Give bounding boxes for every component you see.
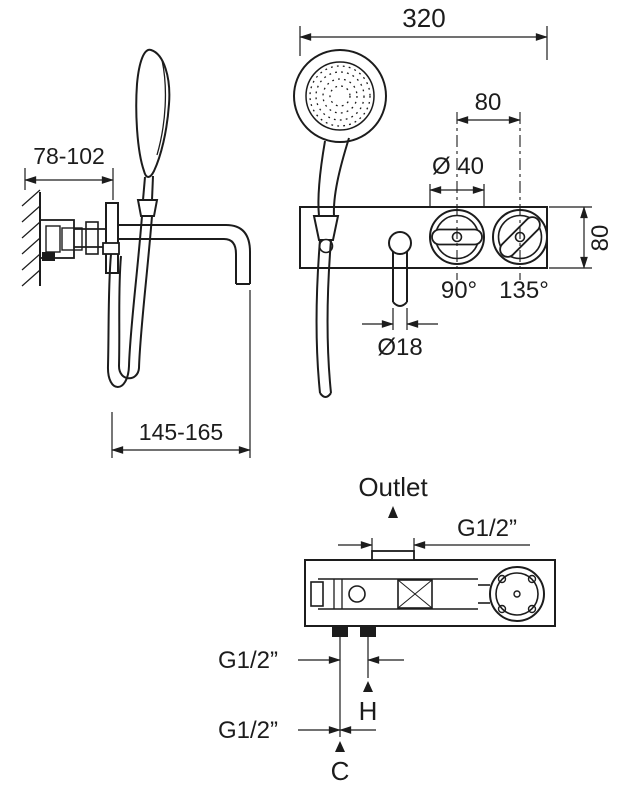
dim-handle-diameter-label: Ø 40: [432, 153, 484, 180]
dim-cold-inlet: G1/2” C: [218, 637, 376, 786]
front-view: 320 80 Ø 40 80 90° 135°: [293, 3, 614, 398]
hand-shower-front: [293, 49, 387, 254]
dim-spout-reach: 145-165: [111, 290, 251, 458]
hot-thread-label: G1/2”: [218, 647, 278, 674]
shower-head-face: [293, 49, 387, 143]
dim-plate-height-label: 80: [587, 225, 614, 252]
cold-label: C: [331, 756, 350, 786]
hose-connector: [312, 215, 340, 241]
shower-hose-side: [102, 215, 153, 388]
plan-view: Outlet G1/2”: [218, 472, 556, 786]
wall-section: [21, 189, 41, 287]
hot-direction-arrow-icon: [363, 681, 373, 692]
left-handle-angle-label: 90°: [441, 277, 477, 304]
body-outline: [304, 559, 556, 627]
cold-inlet-port: [332, 626, 348, 637]
shower-handle: [317, 140, 326, 217]
dim-hot-inlet: G1/2” H: [218, 637, 404, 726]
dim-outlet-thread: G1/2”: [338, 515, 530, 552]
outlet-port: [371, 550, 415, 561]
outlet-thread-label: G1/2”: [457, 515, 517, 542]
shower-head-profile: [135, 48, 171, 178]
dim-width-label: 320: [402, 3, 445, 33]
cartridge-cap: [489, 566, 545, 622]
dim-handle-diameter-40: Ø 40: [429, 153, 485, 207]
escutcheon-plate: [105, 202, 119, 274]
concealed-body-side: [39, 202, 119, 274]
dim-handle-spacing-80: 80: [456, 89, 521, 124]
dim-install-depth-label: 78-102: [33, 143, 105, 169]
outlet-direction-arrow-icon: [388, 506, 398, 518]
spout-front: [388, 231, 412, 307]
dim-install-depth: 78-102: [24, 143, 114, 200]
hot-inlet-port: [360, 626, 376, 637]
wall-hatching: [21, 189, 41, 287]
mixer-body-plan: [304, 550, 556, 637]
dim-spout-reach-label: 145-165: [139, 419, 223, 445]
hose-connector-side: [136, 199, 159, 217]
right-handle-angle-label: 135°: [499, 277, 549, 304]
spout-side: [118, 224, 251, 285]
cold-direction-arrow-icon: [335, 741, 345, 752]
cold-thread-label: G1/2”: [218, 717, 278, 744]
dim-spout-diameter-18: Ø18: [362, 308, 438, 361]
dim-handle-spacing-label: 80: [475, 89, 502, 116]
dim-plate-height-80: 80: [549, 206, 614, 269]
shower-hose-front: [315, 239, 332, 398]
hose-nut: [102, 242, 120, 255]
body-seal: [42, 252, 55, 261]
dim-width-320: 320: [299, 3, 548, 60]
side-view: 78-102 145-165: [21, 48, 251, 458]
outlet-label: Outlet: [358, 472, 428, 502]
dim-spout-diameter-label: Ø18: [377, 334, 422, 361]
hot-label: H: [359, 696, 378, 726]
hand-shower-side: [135, 48, 171, 217]
